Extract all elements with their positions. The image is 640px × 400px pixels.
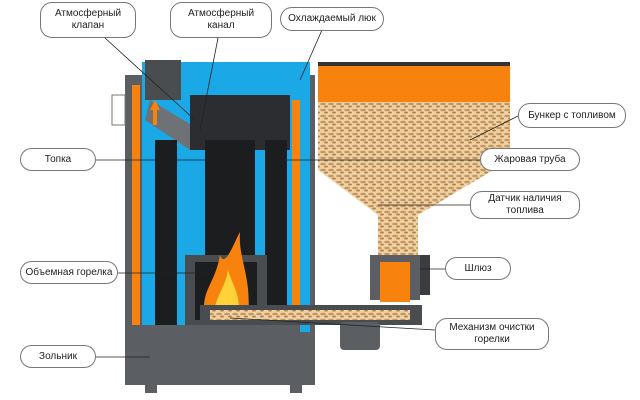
leader-lines — [95, 29, 519, 358]
label-ash-pan: Зольник — [20, 345, 96, 368]
label-cleaning-mechanism: Механизм очистки горелки — [435, 318, 549, 350]
label-furnace: Топка — [20, 148, 96, 171]
label-fuel-hopper: Бункер с топливом — [518, 103, 626, 128]
label-fire-tube: Жаровая труба — [480, 148, 580, 171]
label-atmospheric-valve: Атмосферный клапан — [40, 2, 136, 38]
auger — [200, 255, 430, 350]
ash-pan — [125, 325, 300, 385]
label-sluice: Шлюз — [445, 257, 511, 280]
label-cooled-hatch: Охлаждаемый люк — [280, 7, 384, 31]
fuel-hopper — [318, 62, 510, 262]
label-fuel-sensor: Датчик наличия топлива — [470, 191, 580, 219]
label-atmospheric-channel: Атмосферный канал — [170, 2, 272, 38]
label-burner: Объемная горелка — [20, 261, 118, 284]
